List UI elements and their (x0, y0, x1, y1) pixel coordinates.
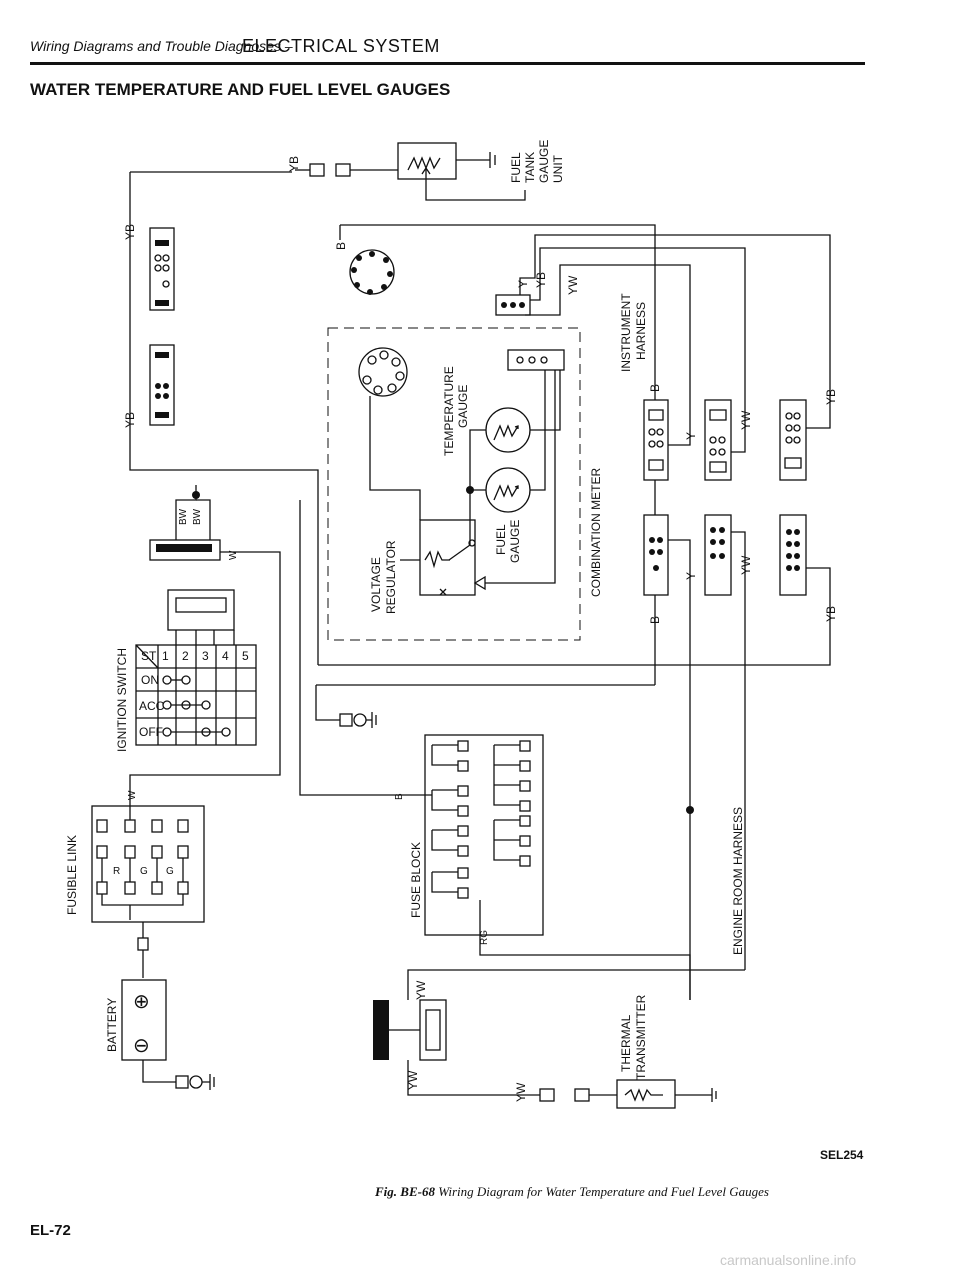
wire-label-b-engine: B (648, 616, 662, 624)
thermal-transmitter: YW YW YW THERMAL TRANSMITTER (373, 969, 745, 1109)
wire-label-b-inst: B (648, 384, 662, 392)
wire-label-yw-therm-2: YW (406, 1070, 420, 1090)
wire-label-b-round: B (334, 242, 348, 250)
battery-label: BATTERY (105, 998, 119, 1052)
wire-label-bw-2: BW (192, 508, 203, 525)
ignition-term-5: 5 (242, 649, 249, 663)
reference-code: SEL254 (820, 1148, 864, 1162)
fuel-tank-label-4: UNIT (551, 154, 565, 183)
figure-number: Fig. BE-68 (375, 1184, 435, 1199)
figure-caption: Fig. BE-68 Wiring Diagram for Water Temp… (375, 1184, 769, 1200)
wire-label-yb-left-1: YB (123, 224, 137, 240)
wire-label-g-fl-1: G (140, 866, 148, 877)
connector-engine-3 (779, 514, 807, 596)
ignition-pos-on: ON (141, 673, 159, 687)
voltage-regulator-label-2: REGULATOR (384, 540, 398, 614)
figure-caption-text: Wiring Diagram for Water Temperature and… (438, 1184, 769, 1199)
wire-label-yw-therm-3: YW (514, 1082, 528, 1102)
wire-label-yb-top: YB (287, 156, 301, 172)
page-number: EL-72 (30, 1222, 71, 1239)
combination-meter-label: COMBINATION METER (589, 468, 603, 597)
ignition-pos-st: ST (141, 649, 157, 663)
wire-label-yw-engine: YW (739, 555, 753, 575)
instrument-harness-label-1: INSTRUMENT (619, 293, 633, 372)
ignition-term-1: 1 (162, 649, 169, 663)
connector-engine-2 (704, 514, 732, 596)
connector-engine-1 (643, 514, 669, 596)
ignition-switch: BW BW W ST ON ACC OFF 1 2 3 4 5 IGNITION… (115, 485, 281, 800)
connector-left-lower (149, 344, 175, 426)
fuel-tank-label-2: TANK (523, 152, 537, 183)
fuse-block-label: FUSE BLOCK (409, 842, 423, 918)
watermark: carmanualsonline.info (720, 1252, 857, 1268)
combination-meter: COMBINATION METER VOLTAGE REGULATOR TEMP… (327, 327, 603, 641)
ignition-term-3: 3 (202, 649, 209, 663)
fuel-tank-gauge-unit: FUEL TANK GAUGE UNIT (397, 140, 565, 201)
ignition-switch-label: IGNITION SWITCH (115, 648, 129, 752)
wire-label-yb-top-conn: YB (534, 272, 548, 288)
wire-label-rg-fuse: RG (479, 930, 490, 945)
wire-label-yw-top-conn: YW (566, 275, 580, 295)
fuel-tank-label-3: GAUGE (537, 140, 551, 183)
wire-label-y-engine: Y (684, 572, 698, 580)
wire-label-yw-inst: YW (739, 410, 753, 430)
fuel-gauge-label-2: GAUGE (508, 520, 522, 563)
instrument-harness-label-2: HARNESS (634, 302, 648, 360)
section-title: ELECTRICAL SYSTEM (242, 36, 440, 56)
wire-label-yw-therm-1: YW (414, 980, 428, 1000)
temperature-gauge-label-1: TEMPERATURE (442, 366, 456, 456)
battery: ⊕ ⊖ BATTERY (105, 979, 215, 1090)
voltage-regulator-label-1: VOLTAGE (369, 557, 383, 612)
fuel-tank-label-1: FUEL (509, 152, 523, 183)
connector-left-upper (149, 227, 175, 311)
wire-label-yb-left-2: YB (123, 412, 137, 428)
wire-label-b-fuse: B (394, 793, 405, 800)
wire-label-r-fl: R (113, 866, 120, 877)
battery-plus: ⊕ (133, 991, 150, 1013)
fusible-link-label: FUSIBLE LINK (65, 835, 79, 915)
fusible-link: R G G W FUSIBLE LINK (65, 790, 205, 978)
thermal-label-1: THERMAL (619, 1014, 633, 1072)
connector-instrument-1 (643, 399, 669, 481)
ignition-term-4: 4 (222, 649, 229, 663)
connector-instrument-2 (704, 399, 732, 481)
wire-label-y-top: Y (516, 280, 530, 288)
connector-combination-top (495, 294, 531, 316)
battery-minus: ⊖ (133, 1035, 150, 1057)
header-rule (30, 62, 865, 65)
fuse-block: B RG FUSE BLOCK (299, 500, 691, 1000)
ignition-pos-acc: ACC (139, 699, 165, 713)
round-connector (349, 249, 395, 295)
wire-label-y-inst: Y (684, 432, 698, 440)
wire-label-yb-engine: YB (824, 606, 838, 622)
engine-room-harness-label: ENGINE ROOM HARNESS (731, 807, 745, 955)
ignition-term-2: 2 (182, 649, 189, 663)
connector-instrument-3 (779, 399, 807, 481)
wire-label-w-fl: W (127, 790, 138, 800)
wire-label-yb-inst: YB (824, 389, 838, 405)
wire-label-g-fl-2: G (166, 866, 174, 877)
temperature-gauge-label-2: GAUGE (456, 385, 470, 428)
section-subtitle: Wiring Diagrams and Trouble Diagnoses – (30, 38, 293, 54)
fuel-gauge-label-1: FUEL (494, 524, 508, 555)
thermal-label-2: TRANSMITTER (634, 994, 648, 1080)
wire-label-bw-1: BW (178, 508, 189, 525)
ignition-pos-off: OFF (139, 725, 163, 739)
wire-label-w-ign: W (228, 550, 239, 560)
page-title: WATER TEMPERATURE AND FUEL LEVEL GAUGES (30, 80, 451, 99)
